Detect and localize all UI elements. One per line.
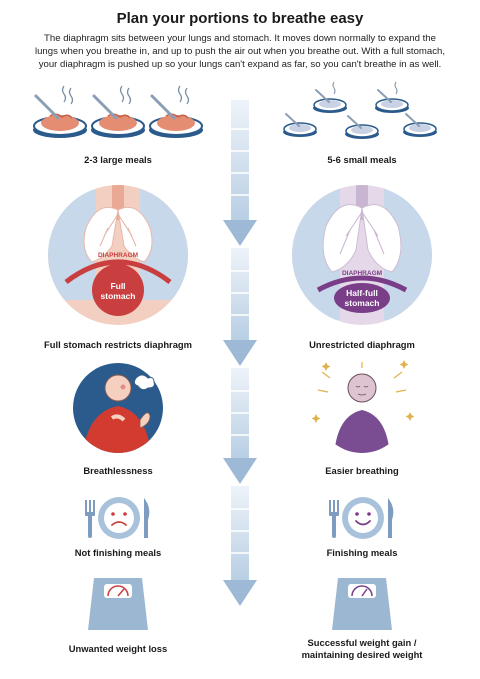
- happy-plate-icon: [329, 497, 394, 539]
- diaphragm-label-right: DIAPHRAGM: [342, 270, 382, 277]
- page-title: Plan your portions to breathe easy: [116, 10, 364, 27]
- large-meals-caption: 2-3 large meals: [84, 154, 152, 165]
- half-full-stomach-diagram: DIAPHRAGM Half-full stomach: [292, 185, 432, 325]
- unrestricted-diaphragm-caption: Unrestricted diaphragm: [309, 339, 415, 350]
- half-full-stomach-label-2: stomach: [345, 298, 380, 308]
- weight-gain-caption-line1: Successful weight gain /: [307, 637, 417, 648]
- sad-plate-icon: [85, 497, 150, 539]
- breathlessness-caption: Breathlessness: [83, 465, 153, 476]
- full-stomach-label-2: stomach: [101, 291, 136, 301]
- easier-breathing-caption: Easier breathing: [325, 465, 399, 476]
- central-flow-arrow: [223, 100, 257, 606]
- small-meals-caption: 5-6 small meals: [327, 154, 397, 165]
- intro-text: The diaphragm sits between your lungs an…: [34, 33, 446, 70]
- half-full-stomach-label-1: Half-full: [346, 288, 378, 298]
- full-stomach-label-1: Full: [110, 281, 125, 291]
- restricted-diaphragm-caption: Full stomach restricts diaphragm: [44, 339, 192, 350]
- weight-loss-caption: Unwanted weight loss: [68, 643, 168, 654]
- diaphragm-label-left: DIAPHRAGM: [98, 252, 138, 259]
- easy-breathing-person-icon: [311, 360, 415, 453]
- finishing-meals-caption: Finishing meals: [326, 547, 398, 558]
- small-meal-bowls-icon: [283, 81, 437, 139]
- weight-gain-caption-line2: maintaining desired weight: [301, 649, 423, 660]
- large-meal-bowls-icon: [33, 85, 203, 138]
- full-stomach-diagram: DIAPHRAGM Full stomach: [48, 185, 188, 325]
- weight-scale-icon-right: [332, 578, 392, 630]
- weight-scale-icon-left: [88, 578, 148, 630]
- not-finishing-meals-caption: Not finishing meals: [74, 547, 162, 558]
- breathless-person-icon: [73, 363, 163, 453]
